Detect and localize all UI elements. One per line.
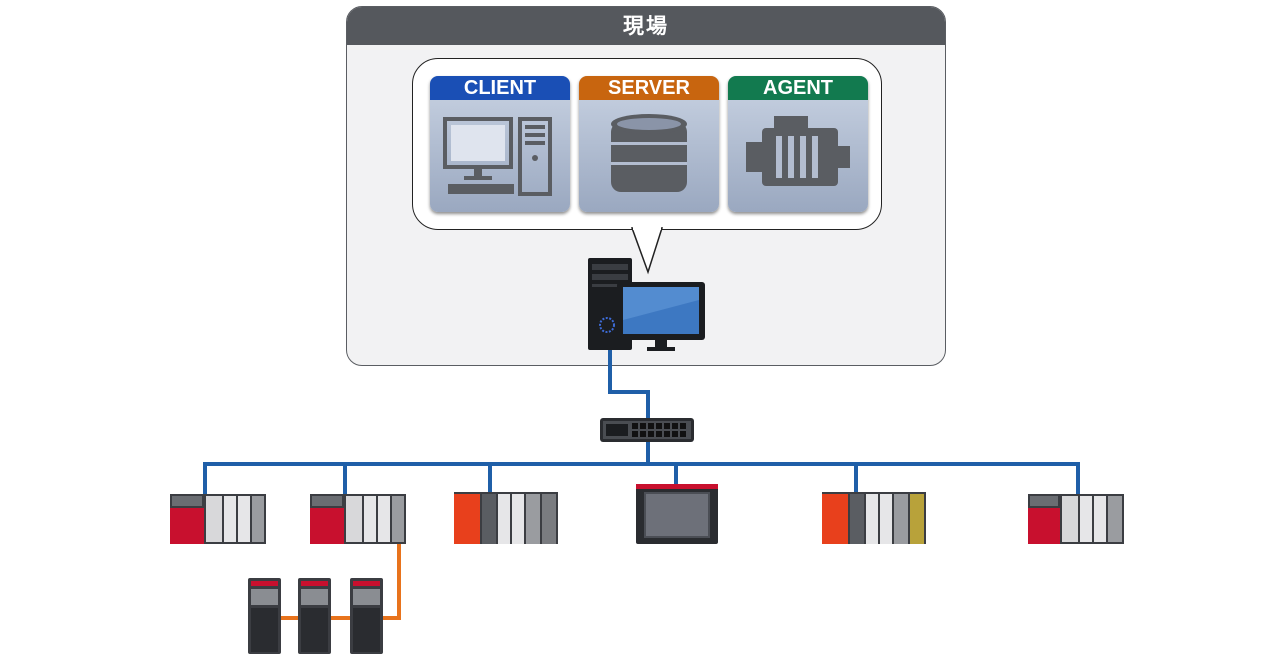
server-tile-label: SERVER bbox=[579, 76, 719, 100]
agent-tile-label: AGENT bbox=[728, 76, 868, 100]
inverter-2 bbox=[298, 578, 331, 654]
ethernet-lines bbox=[203, 350, 1080, 494]
site-title: 現場 bbox=[347, 7, 945, 45]
client-tile-label: CLIENT bbox=[430, 76, 570, 100]
pc-with-monitor-icon bbox=[588, 258, 705, 351]
plc-1 bbox=[170, 494, 266, 544]
database-icon bbox=[611, 114, 687, 192]
plc-3 bbox=[454, 492, 558, 544]
plc-6 bbox=[1028, 494, 1124, 544]
network-switch-icon bbox=[600, 418, 694, 442]
inverter-1 bbox=[248, 578, 281, 654]
plc-5 bbox=[822, 492, 926, 544]
hmi-panel bbox=[636, 484, 718, 544]
serial-line bbox=[281, 544, 401, 620]
bubble-tail bbox=[630, 227, 664, 275]
workstation-icon bbox=[443, 117, 552, 196]
client-tile: CLIENT bbox=[430, 76, 570, 212]
engine-icon bbox=[746, 116, 850, 186]
plc-2 bbox=[310, 494, 406, 544]
agent-tile: AGENT bbox=[728, 76, 868, 212]
server-tile: SERVER bbox=[579, 76, 719, 212]
inverter-3 bbox=[350, 578, 383, 654]
